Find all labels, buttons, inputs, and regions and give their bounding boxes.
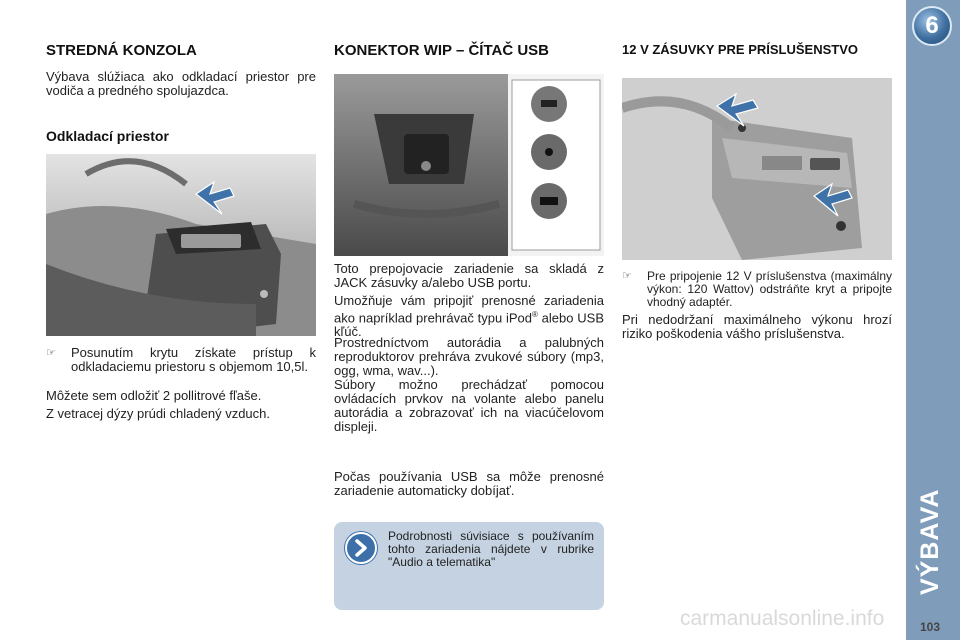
subheading-storage: Odkladací priestor bbox=[46, 128, 169, 144]
usb-connector-photo bbox=[334, 74, 604, 256]
chapter-badge: 6 bbox=[912, 6, 952, 46]
chapter-sidebar bbox=[906, 0, 960, 640]
info-note-text: Podrobnosti súvisiace s používaním tohto… bbox=[388, 529, 594, 569]
socket-12v-photo bbox=[622, 78, 892, 260]
page-number: 103 bbox=[920, 620, 941, 634]
pointing-hand-icon: ☞ bbox=[622, 270, 632, 282]
usb-para-4: Súbory možno prechádzať pomocou ovládací… bbox=[334, 377, 604, 434]
info-note bbox=[334, 522, 604, 610]
section-heading-usb: KONEKTOR WIP – ČÍTAČ USB bbox=[334, 42, 550, 59]
chapter-title: VÝBAVA bbox=[916, 488, 944, 595]
watermark: carmanualsonline.info bbox=[680, 607, 885, 630]
socket-bullet-text: Pre pripojenie 12 V príslušenstva (maxim… bbox=[647, 269, 892, 309]
storage-bullet: ☞ Posunutím krytu získate prístup k odkl… bbox=[46, 346, 316, 374]
vent-text: Z vetracej dýzy prúdi chladený vzduch. bbox=[46, 406, 270, 421]
socket-bullet: ☞ Pre pripojenie 12 V príslušenstva (max… bbox=[622, 270, 892, 309]
pointing-hand-icon: ☞ bbox=[46, 347, 56, 359]
bottles-text: Môžete sem odložiť 2 pollitrové fľaše. bbox=[46, 388, 262, 403]
blue-arrow-icon bbox=[194, 180, 235, 215]
storage-bullet-text: Posunutím krytu získate prístup k odklad… bbox=[71, 345, 316, 374]
socket-warning-text: Pri nedodržaní maximálneho výkonu hrozí … bbox=[622, 312, 892, 341]
usb-para-2-a: Umožňuje vám pripojiť prenosné zariadeni… bbox=[334, 293, 604, 326]
usb-para-5: Počas používania USB sa môže prenosné za… bbox=[334, 469, 604, 498]
usb-para-1: Toto prepojovacie zariadenie sa skladá z… bbox=[334, 261, 604, 290]
usb-para-2: Umožňuje vám pripojiť prenosné zariadeni… bbox=[334, 293, 604, 340]
chevron-right-icon bbox=[345, 532, 377, 564]
blue-arrow-icon bbox=[715, 92, 853, 217]
section-heading-12v: 12 V ZÁSUVKY PRE PRÍSLUŠENSTVO bbox=[622, 42, 858, 57]
registered-mark: ® bbox=[531, 310, 538, 319]
section-heading-console: STREDNÁ KONZOLA bbox=[46, 42, 197, 59]
storage-compartment-photo bbox=[46, 154, 316, 336]
usb-para-2-b: alebo USB kľúč. bbox=[334, 310, 604, 340]
console-intro: Výbava slúžiaca ako odkladací priestor p… bbox=[46, 69, 316, 98]
usb-para-3: Prostredníctvom autorádia a palubných re… bbox=[334, 335, 604, 378]
chapter-number: 6 bbox=[925, 12, 939, 39]
